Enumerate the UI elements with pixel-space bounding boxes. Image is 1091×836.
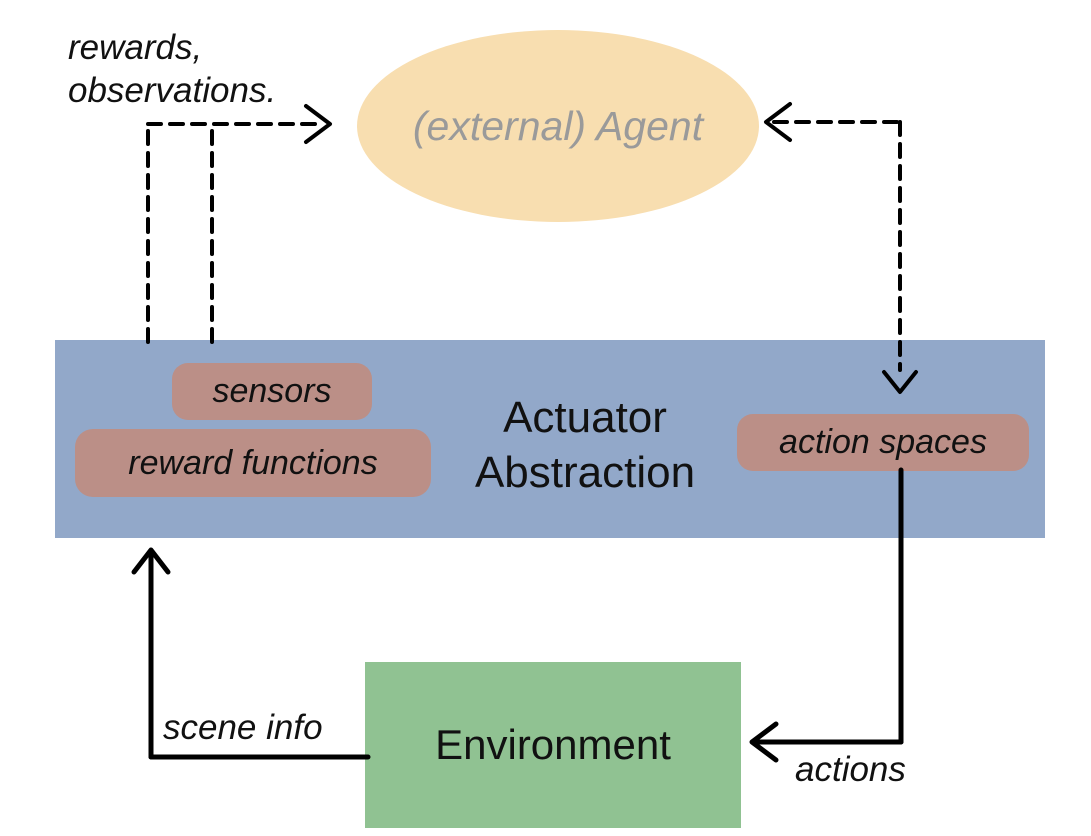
arrowhead-right-icon [304,104,332,144]
arrowhead-left-icon [764,102,792,142]
band-title-line2: Abstraction [474,448,696,497]
reward-functions-badge-label: reward functions [128,443,378,482]
environment-label: Environment [435,721,671,768]
environment-node: Environment [365,662,741,828]
actions-label: actions [795,750,906,789]
band-title-line1: Actuator [503,393,667,442]
action-spaces-badge-label: action spaces [779,423,987,461]
agent-node: (external) Agent [357,30,759,222]
reward-functions-badge: reward functions [75,429,431,497]
agent-label: (external) Agent [412,102,704,149]
rewards-observations-arrow [146,104,332,344]
sensors-badge: sensors [172,363,372,420]
arrowhead-left2-icon [749,721,779,763]
arrowhead-up-icon [131,547,171,575]
action-spaces-badge: action spaces [737,414,1029,471]
sensors-badge-label: sensors [212,372,332,410]
actuator-abstraction-title: Actuator Abstraction [420,390,750,500]
rewards-observations-label: rewards, observations. [68,26,276,112]
rewards-label-line1: rewards, [68,28,203,67]
rewards-label-line2: observations. [68,71,277,110]
scene-info-label: scene info [163,708,323,747]
